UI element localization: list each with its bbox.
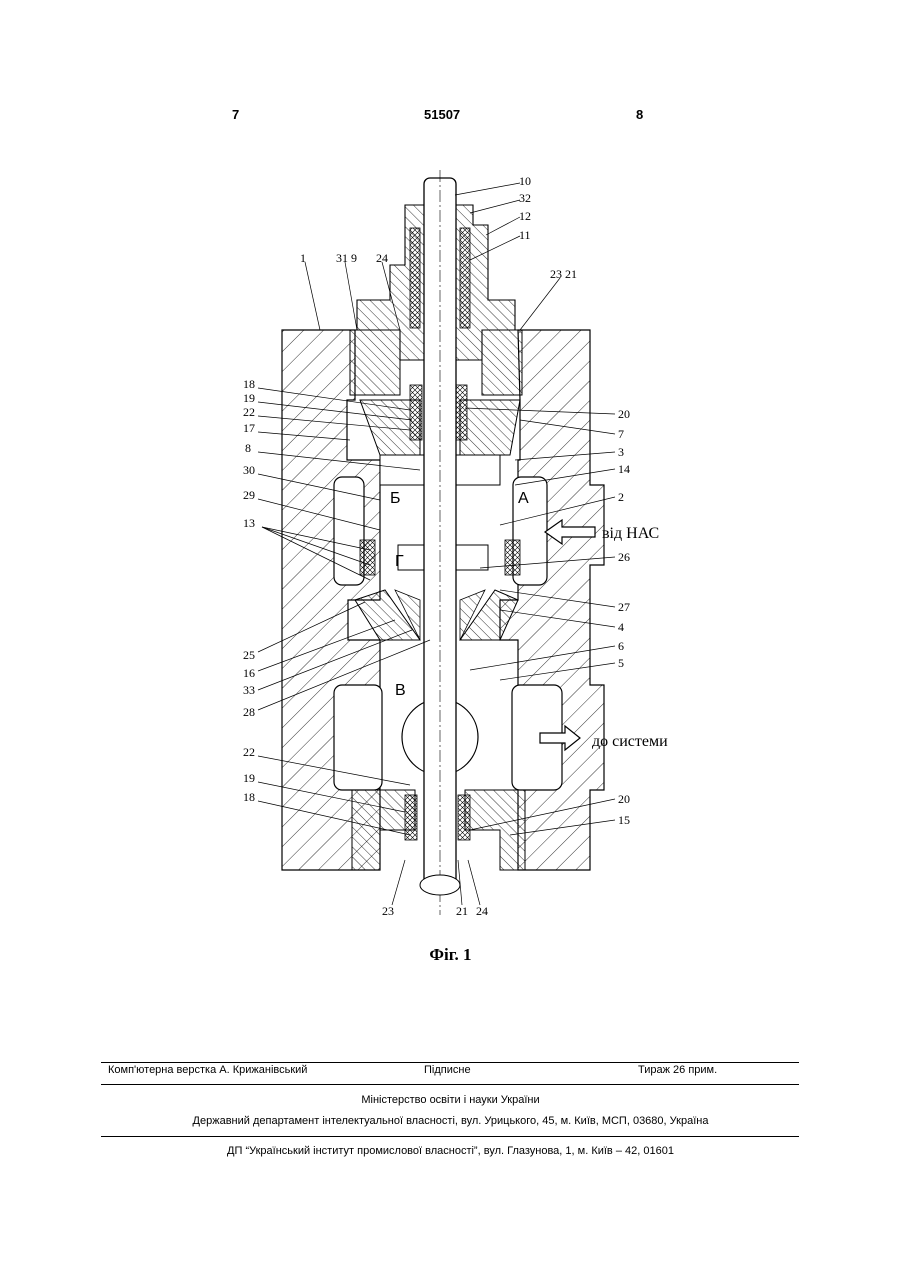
part-label: 17	[243, 421, 255, 435]
part-label: 11	[519, 228, 531, 242]
part-label: 14	[618, 462, 630, 476]
typesetting-credit: Комп'ютерна верстка А. Крижанівський	[108, 1064, 307, 1076]
inlet-label: від НАС	[602, 525, 659, 542]
part-label: 19	[243, 771, 255, 785]
part-label: 25	[243, 648, 255, 662]
chamber-label-b: Б	[390, 490, 401, 507]
part-label: 32	[519, 191, 531, 205]
part-label: 23	[382, 904, 394, 918]
part-label: 26	[618, 550, 630, 564]
part-label: 15	[618, 813, 630, 827]
part-label: 5	[618, 656, 624, 670]
part-label: 10	[519, 174, 531, 188]
part-label: 24	[376, 251, 388, 265]
part-label: 19	[243, 391, 255, 405]
part-label: 18	[243, 790, 255, 804]
part-label: 24	[476, 904, 488, 918]
part-label: 30	[243, 463, 255, 477]
part-label: 7	[618, 427, 624, 441]
signed-note: Підписне	[424, 1064, 471, 1076]
part-label: 6	[618, 639, 624, 653]
institute-line: ДП “Український інститут промислової вла…	[0, 1145, 901, 1157]
outlet-label: до системи	[592, 733, 668, 750]
chamber-label-g: Г	[395, 553, 404, 570]
part-label: 13	[243, 516, 255, 530]
circulation-note: Тираж 26 прим.	[638, 1064, 717, 1076]
ministry-line: Міністерство освіти і науки України	[0, 1094, 901, 1106]
chamber-labels: Б А Г В	[390, 490, 529, 699]
part-label: 22	[243, 745, 255, 759]
part-label: 18	[243, 377, 255, 391]
figure-caption: Фіг. 1	[0, 945, 901, 965]
part-label: 16	[243, 666, 255, 680]
part-label: 2	[618, 490, 624, 504]
part-label: 8	[245, 441, 251, 455]
chamber-label-v: В	[395, 682, 406, 699]
part-label: 27	[618, 600, 630, 614]
part-label: 1	[300, 251, 306, 265]
part-label: 3	[618, 445, 624, 459]
part-label: 29	[243, 488, 255, 502]
chamber-label-a: А	[518, 490, 529, 507]
department-line: Державний департамент інтелектуальної вл…	[0, 1115, 901, 1127]
part-label: 4	[618, 620, 624, 634]
part-label: 22	[243, 405, 255, 419]
part-label: 12	[519, 209, 531, 223]
part-label: 20	[618, 792, 630, 806]
part-label: 23 21	[550, 267, 577, 281]
part-label: 31 9	[336, 251, 357, 265]
footer-rule-middle	[101, 1084, 799, 1085]
footer-rule-bottom	[101, 1136, 799, 1137]
part-label: 21	[456, 904, 468, 918]
part-label: 20	[618, 407, 630, 421]
footer-rule-top	[101, 1062, 799, 1063]
part-label: 33	[243, 683, 255, 697]
part-label: 28	[243, 705, 255, 719]
